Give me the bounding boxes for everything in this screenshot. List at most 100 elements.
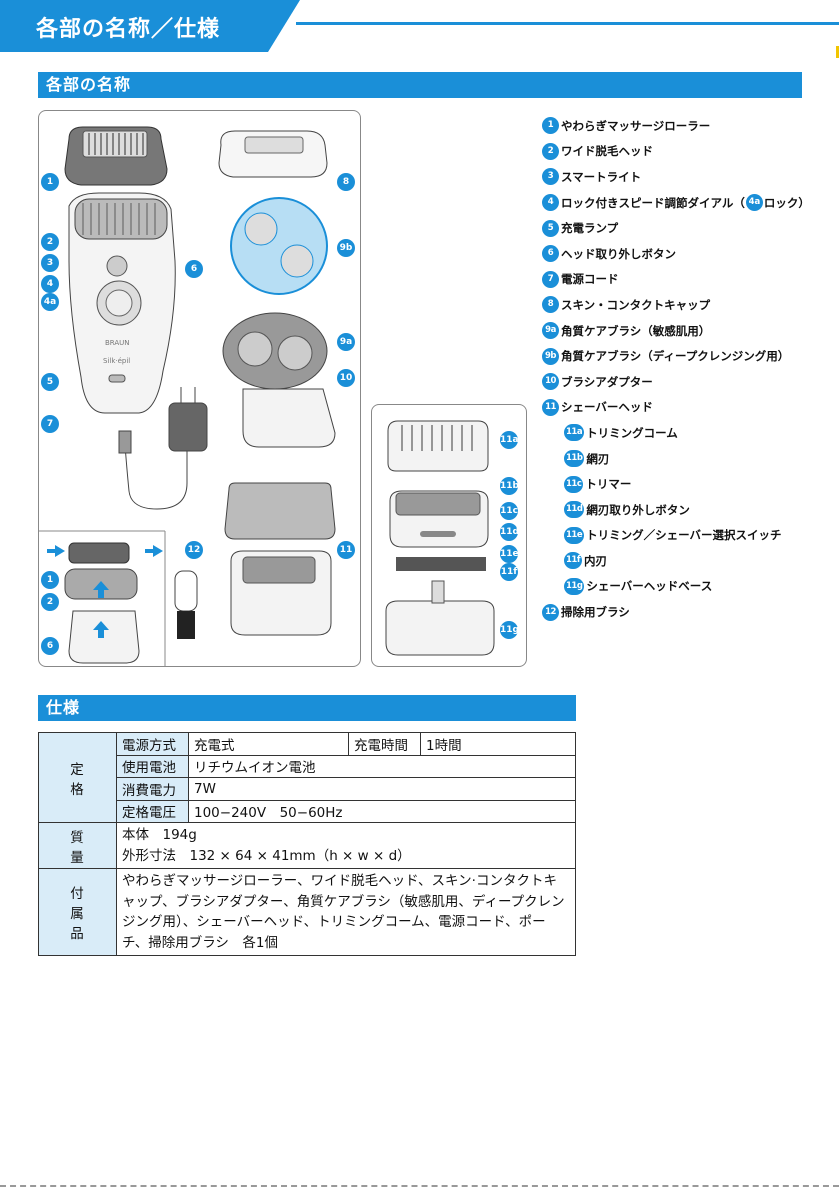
- spec-sub-label: 定格電圧: [116, 799, 189, 823]
- spec-value: リチウムイオン電池: [188, 754, 576, 778]
- callout-3: 3: [41, 254, 59, 272]
- part-number: 8: [542, 296, 559, 314]
- spec-dimensions-line: 外形寸法 132 × 64 × 41mm（h × w × d）: [122, 847, 411, 864]
- part-label: ロック付きスピード調節ダイアル（: [561, 195, 745, 210]
- callout-inset-6: 6: [41, 637, 59, 655]
- table-row: 質量 本体 194g 外形寸法 132 × 64 × 41mm（h × w × …: [38, 822, 576, 869]
- footer-dashed-rule: [0, 1185, 839, 1187]
- cleaning-brush-drawing: [174, 570, 198, 639]
- part-number: 6: [542, 245, 559, 263]
- part-inline-number: 4a: [745, 194, 763, 212]
- part-label: 角質ケアブラシ（敏感肌用）: [561, 323, 711, 338]
- part-number: 3: [542, 168, 559, 186]
- part-number: 2: [542, 142, 559, 160]
- part-label: 内刃: [584, 553, 608, 568]
- device-illustration: BRAUN Silk·épil: [39, 126, 336, 666]
- massage-roller-cap-drawing: [64, 126, 168, 186]
- spec-mass-line: 本体 194g: [122, 827, 197, 843]
- device-brand-text: BRAUN: [105, 339, 130, 347]
- part-number: 11d: [564, 501, 585, 519]
- part-label: ワイド脱毛ヘッド: [561, 144, 653, 159]
- part-number: 11b: [564, 450, 585, 468]
- spec-head-mass: 質量: [38, 822, 117, 869]
- table-row: 定格電圧 100−240V 50−60Hz: [39, 799, 576, 823]
- brush-adapter-drawing: [242, 388, 336, 448]
- callout-11b: 11b: [500, 477, 519, 495]
- part-number: 9a: [542, 322, 559, 340]
- part-number: 11: [542, 398, 559, 416]
- callout-11a: 11a: [500, 431, 519, 449]
- spec-value-mass: 本体 194g 外形寸法 132 × 64 × 41mm（h × w × d）: [116, 822, 576, 869]
- callout-11f: 11f: [500, 563, 518, 581]
- spec-value: 充電式: [188, 732, 349, 756]
- part-label: 電源コード: [561, 272, 619, 287]
- device-model-text: Silk·épil: [103, 357, 130, 365]
- spec-head-rating: 定格: [38, 732, 117, 823]
- part-label: トリマー: [585, 477, 632, 492]
- part-number: 7: [542, 270, 559, 288]
- part-label: 網刃: [586, 451, 610, 466]
- shaver-head-drawing: [224, 482, 336, 636]
- part-number: 12: [542, 603, 559, 621]
- part-number: 1: [542, 117, 559, 135]
- epilator-body-drawing: [68, 192, 176, 414]
- part-label-suffix: ロック）: [763, 195, 810, 210]
- callout-9b: 9b: [337, 239, 355, 257]
- spec-value: 100−240V 50−60Hz: [188, 799, 576, 823]
- shaver-exploded-drawing: [385, 420, 495, 656]
- brush-deep-cleansing-drawing: [230, 197, 328, 295]
- part-number: 11f: [564, 552, 583, 570]
- part-label: スマートライト: [561, 169, 642, 184]
- table-row: 使用電池 リチウムイオン電池: [39, 754, 576, 778]
- callout-11e: 11e: [500, 545, 519, 563]
- spec-value: 1時間: [420, 732, 576, 756]
- callout-11d: 11d: [500, 523, 519, 541]
- part-number: 11g: [564, 577, 585, 595]
- part-label: ヘッド取り外しボタン: [561, 246, 676, 261]
- shaver-exploded-panel: 11a 11b 11c 11d 11e 11f 11g: [371, 404, 527, 667]
- part-label: ブラシアダプター: [561, 374, 653, 389]
- part-label: やわらぎマッサージローラー: [561, 118, 711, 133]
- callout-4a: 4a: [41, 293, 59, 311]
- part-number: 11c: [564, 475, 584, 493]
- table-row: 付属品 やわらぎマッサージローラー、ワイド脱毛ヘッド、スキン·コンタクトキャップ…: [38, 868, 576, 956]
- spec-value: 7W: [188, 777, 576, 801]
- part-label: シェーバーヘッド: [561, 400, 653, 415]
- part-number: 9b: [542, 347, 559, 365]
- table-row: 定格 電源方式 充電式 充電時間 1時間: [38, 732, 576, 823]
- spec-table: 定格 電源方式 充電式 充電時間 1時間 使用電池 リチウムイオン電池 消費電力…: [38, 732, 576, 956]
- callout-4: 4: [41, 275, 59, 293]
- part-label: トリミングコーム: [586, 425, 678, 440]
- part-label: 充電ランプ: [561, 221, 619, 236]
- edge-tab-mark: [836, 46, 839, 58]
- part-label: スキン・コンタクトキャップ: [561, 297, 711, 312]
- spec-sub-label: 使用電池: [116, 754, 189, 778]
- callout-9a: 9a: [337, 333, 355, 351]
- part-number: 11e: [564, 526, 585, 544]
- callout-10: 10: [337, 369, 355, 387]
- callout-11c: 11c: [500, 502, 518, 520]
- callout-6: 6: [185, 260, 203, 278]
- power-cord-drawing: [118, 387, 208, 510]
- part-label: トリミング／シェーバー選択スイッチ: [586, 528, 782, 543]
- header-banner-shape: [0, 0, 300, 52]
- spec-sub-label: 消費電力: [116, 777, 189, 801]
- part-label: シェーバーヘッドベース: [586, 579, 713, 594]
- table-row: 消費電力 7W: [39, 777, 576, 801]
